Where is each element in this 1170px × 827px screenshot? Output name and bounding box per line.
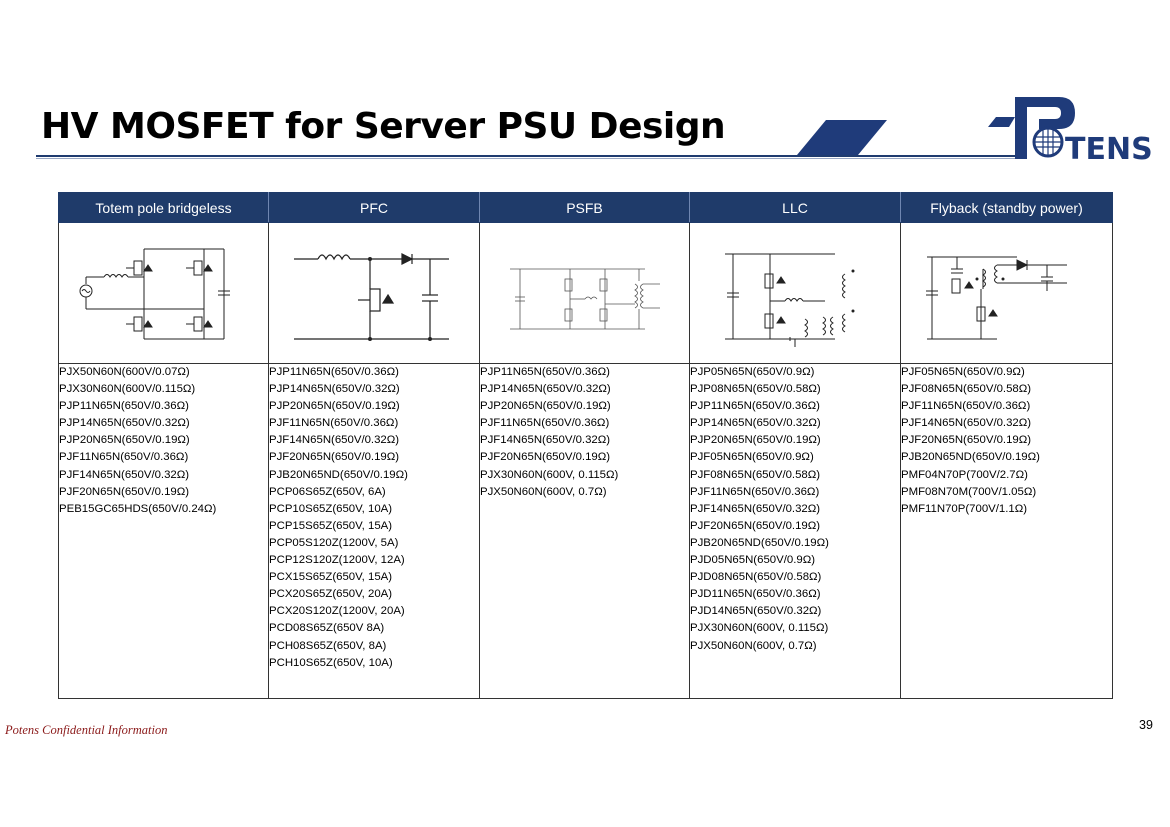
part-number: PJP20N65N(650V/0.19Ω) xyxy=(59,434,190,447)
potens-logo: TENS xyxy=(1015,97,1153,167)
part-number: PJP11N65N(650V/0.36Ω) xyxy=(59,400,189,413)
part-number: PJP11N65N(650V/0.36Ω) xyxy=(690,400,820,413)
parts-llc: PJP05N65N(650V/0.9Ω) PJP08N65N(650V/0.58Ω… xyxy=(689,363,901,699)
part-number: PCX15S65Z(650V, 15A) xyxy=(269,571,393,584)
part-number: PJX30N60N(600V/0.115Ω) xyxy=(59,383,196,396)
part-number: PJF14N65N(650V/0.32Ω) xyxy=(901,417,1032,430)
part-number: PJD11N65N(650V/0.36Ω) xyxy=(690,588,821,601)
totem-pole-diagram-cell xyxy=(58,222,269,364)
pfc-schematic xyxy=(294,253,449,341)
parts-totem-pole: PJX50N60N(600V/0.07Ω) PJX30N60N(600V/0.11… xyxy=(58,363,269,699)
part-number: PJP05N65N(650V/0.9Ω) xyxy=(690,366,815,378)
flyback-diagram-cell xyxy=(900,222,1113,364)
llc-schematic xyxy=(725,253,855,347)
part-number: PJF11N65N(650V/0.36Ω) xyxy=(901,400,1031,413)
parts-pfc: PJP11N65N(650V/0.36Ω) PJP14N65N(650V/0.32… xyxy=(268,363,480,699)
part-number: PJF14N65N(650V/0.32Ω) xyxy=(690,502,821,515)
part-number: PJF11N65N(650V/0.36Ω) xyxy=(690,485,820,498)
logo-text: TENS xyxy=(1065,132,1153,167)
part-number: PJF20N65N(650V/0.19Ω) xyxy=(59,485,190,498)
mosfet-table: Totem pole bridgeless PFC PSFB LLC Flyba… xyxy=(58,192,1113,699)
llc-diagram-cell xyxy=(689,222,901,364)
part-number: PJF14N65N(650V/0.32Ω) xyxy=(269,434,400,447)
part-number: PJF20N65N(650V/0.19Ω) xyxy=(901,434,1032,447)
diagram-row xyxy=(58,222,1113,364)
parts-flyback: PJF05N65N(650V/0.9Ω) PJF08N65N(650V/0.58Ω… xyxy=(900,363,1113,699)
header-psfb: PSFB xyxy=(479,192,690,223)
part-number: PJF20N65N(650V/0.19Ω) xyxy=(690,519,821,532)
header-pfc: PFC xyxy=(268,192,480,223)
part-number: PJB20N65ND(650V/0.19Ω) xyxy=(901,451,1040,464)
psfb-diagram-cell xyxy=(479,222,690,364)
totem-pole-schematic xyxy=(79,248,230,340)
part-number: PJP14N65N(650V/0.32Ω) xyxy=(59,417,190,430)
part-number: PMF04N70P(700V/2.7Ω) xyxy=(901,468,1028,481)
part-number: PJF11N65N(650V/0.36Ω) xyxy=(59,451,189,464)
part-number: PJP14N65N(650V/0.32Ω) xyxy=(690,417,821,430)
slide-title: HV MOSFET for Server PSU Design xyxy=(41,106,726,147)
part-number: PJD05N65N(650V/0.9Ω) xyxy=(690,554,816,567)
part-number: PCP10S65Z(650V, 10A) xyxy=(269,502,393,515)
part-number: PJX50N60N(600V/0.07Ω) xyxy=(59,366,190,378)
part-number: PJP11N65N(650V/0.36Ω) xyxy=(480,366,610,378)
part-number: PJF05N65N(650V/0.9Ω) xyxy=(690,451,814,464)
part-number: PJP14N65N(650V/0.32Ω) xyxy=(480,383,611,396)
part-number: PCP06S65Z(650V, 6A) xyxy=(269,485,386,498)
part-number: PJD08N65N(650V/0.58Ω) xyxy=(690,571,822,584)
part-number: PMF11N70P(700V/1.1Ω) xyxy=(901,502,1028,515)
header-row: Totem pole bridgeless PFC PSFB LLC Flyba… xyxy=(58,192,1113,223)
part-number: PJX30N60N(600V, 0.115Ω) xyxy=(480,468,619,481)
part-number: PJF14N65N(650V/0.32Ω) xyxy=(480,434,611,447)
part-number: PJP20N65N(650V/0.19Ω) xyxy=(690,434,821,447)
part-number: PMF08N70M(700V/1.05Ω) xyxy=(901,485,1037,498)
title-underline xyxy=(36,155,1026,157)
part-number: PCP12S120Z(1200V, 12A) xyxy=(269,554,405,567)
part-number: PJF11N65N(650V/0.36Ω) xyxy=(480,417,610,430)
part-number: PJB20N65ND(650V/0.19Ω) xyxy=(690,536,829,549)
part-number: PJF11N65N(650V/0.36Ω) xyxy=(269,417,399,430)
page-number: 39 xyxy=(1139,718,1153,732)
part-number: PJB20N65ND(650V/0.19Ω) xyxy=(269,468,408,481)
part-number: PCH08S65Z(650V, 8A) xyxy=(269,639,387,652)
part-number: PJP20N65N(650V/0.19Ω) xyxy=(269,400,400,413)
title-underline-secondary xyxy=(36,158,1026,159)
part-number: PCH10S65Z(650V, 10A) xyxy=(269,656,393,669)
part-number: PJF08N65N(650V/0.58Ω) xyxy=(901,383,1032,396)
parts-row: PJX50N60N(600V/0.07Ω) PJX30N60N(600V/0.11… xyxy=(58,363,1113,699)
part-number: PJF20N65N(650V/0.19Ω) xyxy=(269,451,400,464)
header-flyback: Flyback (standby power) xyxy=(900,192,1113,223)
header-decoration xyxy=(797,117,1015,155)
part-number: PJP11N65N(650V/0.36Ω) xyxy=(269,366,399,378)
part-number: PJX30N60N(600V, 0.115Ω) xyxy=(690,622,829,635)
flyback-schematic xyxy=(925,256,1067,340)
part-number: PJD14N65N(650V/0.32Ω) xyxy=(690,605,822,618)
part-number: PCD08S65Z(650V 8A) xyxy=(269,622,385,635)
parts-psfb: PJP11N65N(650V/0.36Ω) PJP14N65N(650V/0.32… xyxy=(479,363,690,699)
psfb-schematic xyxy=(509,268,660,330)
part-number: PJX50N60N(600V, 0.7Ω) xyxy=(690,639,817,652)
header-totem-pole: Totem pole bridgeless xyxy=(58,192,269,223)
part-number: PCP15S65Z(650V, 15A) xyxy=(269,519,393,532)
part-number: PJX50N60N(600V, 0.7Ω) xyxy=(480,485,607,498)
part-number: PJF20N65N(650V/0.19Ω) xyxy=(480,451,611,464)
part-number: PJF05N65N(650V/0.9Ω) xyxy=(901,366,1025,378)
part-number: PJP14N65N(650V/0.32Ω) xyxy=(269,383,400,396)
pfc-diagram-cell xyxy=(268,222,480,364)
part-number: PJP20N65N(650V/0.19Ω) xyxy=(480,400,611,413)
part-number: PJF14N65N(650V/0.32Ω) xyxy=(59,468,190,481)
part-number: PJF08N65N(650V/0.58Ω) xyxy=(690,468,821,481)
part-number: PEB15GC65HDS(650V/0.24Ω) xyxy=(59,502,217,515)
header-llc: LLC xyxy=(689,192,901,223)
part-number: PJP08N65N(650V/0.58Ω) xyxy=(690,383,821,396)
part-number: PCX20S65Z(650V, 20A) xyxy=(269,588,393,601)
part-number: PCP05S120Z(1200V, 5A) xyxy=(269,536,399,549)
part-number: PCX20S120Z(1200V, 20A) xyxy=(269,605,405,618)
confidential-footer: Potens Confidential Information xyxy=(5,723,168,737)
